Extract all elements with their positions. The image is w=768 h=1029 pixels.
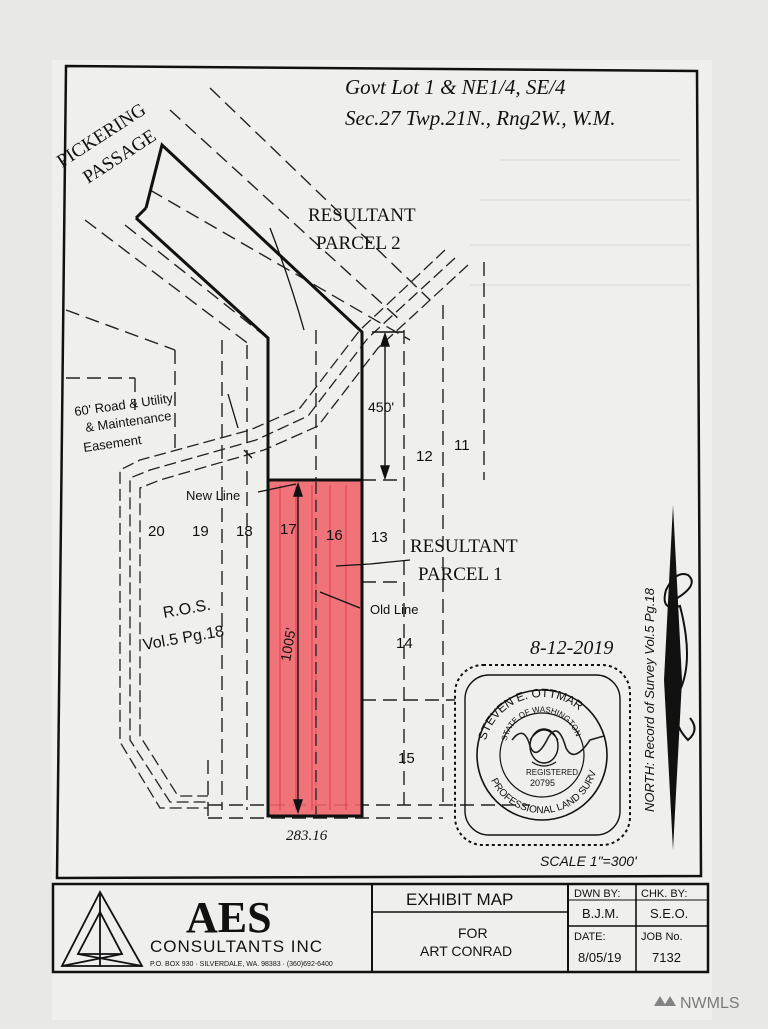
dashed-line <box>124 224 271 341</box>
seal-frame-inner <box>464 674 621 836</box>
parcel-1-label-line2: PARCEL 1 <box>418 564 503 585</box>
seal-frame-outer <box>454 664 631 846</box>
nwmls-watermark: NWMLS <box>654 995 740 1012</box>
dashed-line <box>65 309 176 351</box>
title-block-border <box>51 882 710 974</box>
north-note: NORTH: Record of Survey Vol.5 Pg.18 <box>642 587 657 812</box>
portrait-detail <box>529 729 559 767</box>
checked-by-value: S.E.O. <box>650 906 688 921</box>
north-arrow-flourish <box>663 573 696 742</box>
seal-number: 20795 <box>530 778 555 788</box>
checked-by-label: CHK. BY: <box>641 888 687 900</box>
lot-number: 11 <box>454 437 470 454</box>
map-border <box>55 64 703 880</box>
old-line-label: Old Line <box>370 602 418 617</box>
parcel-2-leader <box>269 227 305 331</box>
signature-scribble <box>511 730 605 756</box>
drawn-by-label: DWN BY: <box>574 888 620 900</box>
parcel-2-outline <box>134 142 364 480</box>
new-line-arrow <box>257 483 297 493</box>
parcel-2-label-line2: PARCEL 2 <box>316 233 401 254</box>
lot-number: 18 <box>236 523 253 540</box>
dashed-lot-lines <box>65 87 530 819</box>
legal-description-line2: Sec.27 Twp.21N., Rng2W., W.M. <box>345 106 615 130</box>
lot-number: 20 <box>148 523 165 540</box>
nwmls-logo-icon <box>654 996 676 1006</box>
watermark-text: NWMLS <box>680 995 740 1012</box>
dimension-1005-label: 1005' <box>277 626 299 662</box>
easement-edge <box>139 264 469 797</box>
seal-registered: REGISTERED <box>526 768 578 777</box>
new-line-label: New Line <box>186 488 240 503</box>
lot-number: 15 <box>398 750 415 767</box>
lot-number: 19 <box>192 523 209 540</box>
client-name: ART CONRAD <box>420 943 512 959</box>
lot-number: 13 <box>371 529 388 546</box>
exhibit-title: EXHIBIT MAP <box>406 890 513 909</box>
title-block: AES CONSULTANTS INC P.O. BOX 930 · SILVE… <box>51 882 710 974</box>
seal-circle-inner <box>499 712 585 798</box>
north-arrow-body <box>664 505 682 850</box>
old-line-leader <box>319 591 361 609</box>
dimension-bottom-label: 283.16 <box>286 828 328 844</box>
dashed-line <box>209 87 431 301</box>
lot-number: 16 <box>326 527 343 544</box>
parcel-2-boundary <box>134 142 364 480</box>
handwritten-date: 8-12-2019 <box>530 637 613 659</box>
parcel-2-boundary <box>134 206 148 220</box>
lot-number: 12 <box>416 448 433 465</box>
ghost-table <box>470 159 690 286</box>
job-label: JOB No. <box>641 931 683 943</box>
north-arrow <box>663 505 696 850</box>
paper-sheet <box>52 60 712 1020</box>
leader-lines <box>227 227 411 609</box>
company-subtitle: CONSULTANTS INC <box>150 937 323 956</box>
company-address: P.O. BOX 930 · SILVERDALE, WA. 98383 · (… <box>150 961 333 968</box>
parcel-1-leader <box>335 559 411 567</box>
lot-number: 17 <box>280 521 297 538</box>
lot-numbers: 20 19 18 17 16 13 12 11 14 15 <box>148 437 470 767</box>
date-label: DATE: <box>574 931 606 943</box>
scale-label: SCALE 1"=300' <box>540 853 638 869</box>
lot-number: 14 <box>396 635 413 652</box>
dimension-450-label: 450' <box>368 399 394 415</box>
seal-circle-outer <box>476 689 608 821</box>
dashed-line <box>169 109 401 321</box>
parcel-2-label-line1: RESULTANT <box>308 205 416 226</box>
easement-edge <box>119 249 446 809</box>
aes-logo-icon <box>60 890 144 967</box>
parcel-1-label-line1: RESULTANT <box>410 536 518 557</box>
dashed-line <box>84 219 251 346</box>
new-line-leader <box>243 449 253 459</box>
drawn-by-value: B.J.M. <box>582 906 619 921</box>
company-name: AES <box>186 893 272 942</box>
easement-edge <box>129 257 456 803</box>
dimension-1005 <box>293 481 303 815</box>
easement-leader <box>227 393 239 429</box>
road-easement <box>119 249 469 809</box>
for-label: FOR <box>458 925 488 941</box>
legal-description-line1: Govt Lot 1 & NE1/4, SE/4 <box>345 75 566 99</box>
date-value: 8/05/19 <box>578 950 621 965</box>
dashed-line <box>149 189 411 341</box>
dimension-450 <box>372 331 404 481</box>
job-value: 7132 <box>652 950 681 965</box>
marker-strokes <box>279 485 347 810</box>
